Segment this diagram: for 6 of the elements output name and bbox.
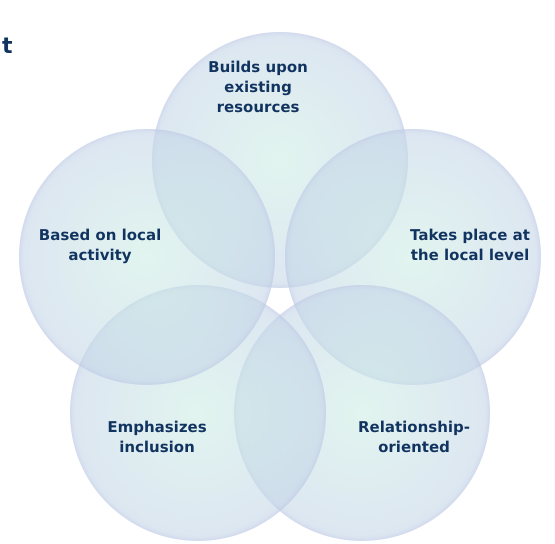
circle-label: Relationship-oriented — [357, 417, 471, 457]
circle-label: Builds upon existing resources — [207, 57, 309, 117]
circle-label: Emphasizes inclusion — [106, 417, 208, 457]
title-fragment: t — [2, 34, 13, 59]
circle-label: Based on local activity — [38, 225, 162, 265]
circle-label: Takes place at the local level — [409, 225, 531, 265]
